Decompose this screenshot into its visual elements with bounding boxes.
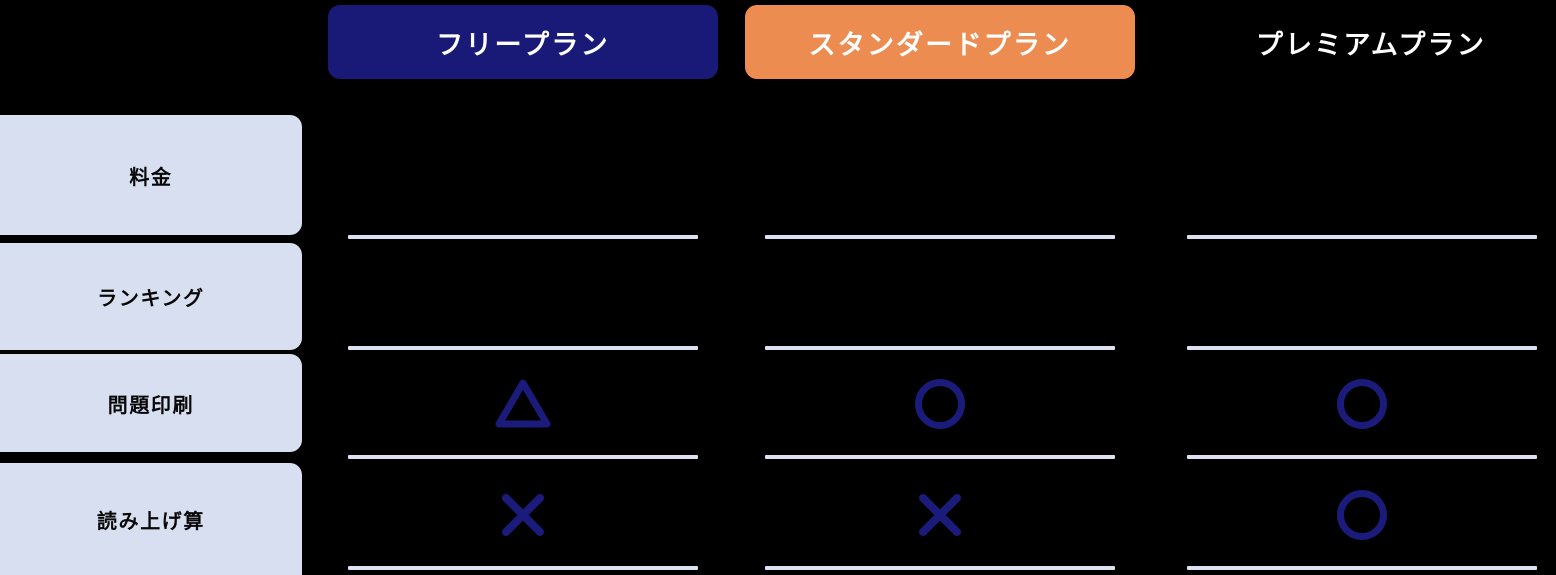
plan-header-free-label: フリープラン [436, 29, 610, 60]
feature-label-price-text: 料金 [129, 166, 173, 189]
feature-label-price: 料金 [0, 115, 302, 235]
cell-ranking-free [348, 243, 698, 346]
feature-label-readaloud-text: 読み上げ算 [97, 510, 205, 533]
row-divider [1187, 235, 1537, 239]
circle-symbol [1336, 489, 1388, 541]
row-divider [765, 346, 1115, 350]
cell-ranking-premium [1187, 243, 1537, 346]
plan-header-standard-label: スタンダードプラン [808, 29, 1072, 60]
feature-label-readaloud: 読み上げ算 [0, 463, 302, 575]
row-divider [348, 346, 698, 350]
plan-header-premium-label: プレミアムプラン [1255, 29, 1487, 60]
circle-symbol [1336, 378, 1388, 430]
row-divider [1187, 455, 1537, 459]
cell-print-premium [1187, 355, 1537, 453]
plan-header-premium[interactable]: プレミアムプラン [1176, 5, 1556, 79]
row-divider [1187, 566, 1537, 570]
row-divider [348, 566, 698, 570]
row-divider [765, 455, 1115, 459]
triangle-symbol [494, 378, 552, 430]
cell-print-standard [765, 355, 1115, 453]
row-divider [765, 235, 1115, 239]
cell-readaloud-free [348, 464, 698, 566]
plan-header-standard[interactable]: スタンダードプラン [745, 5, 1135, 79]
cell-readaloud-premium [1187, 464, 1537, 566]
cell-readaloud-standard [765, 464, 1115, 566]
row-divider [765, 566, 1115, 570]
row-divider [1187, 346, 1537, 350]
feature-label-ranking: ランキング [0, 243, 302, 350]
cell-price-free [348, 115, 698, 235]
feature-label-ranking-text: ランキング [97, 288, 205, 310]
feature-label-print: 問題印刷 [0, 354, 302, 452]
circle-symbol [914, 378, 966, 430]
cell-price-standard [765, 115, 1115, 235]
row-divider [348, 455, 698, 459]
cell-print-free [348, 355, 698, 453]
cell-ranking-standard [765, 243, 1115, 346]
cell-price-premium [1187, 115, 1537, 235]
cross-symbol [915, 490, 965, 540]
cross-symbol [498, 490, 548, 540]
row-divider [348, 235, 698, 239]
plan-header-free[interactable]: フリープラン [328, 5, 718, 79]
feature-label-print-text: 問題印刷 [107, 394, 195, 417]
